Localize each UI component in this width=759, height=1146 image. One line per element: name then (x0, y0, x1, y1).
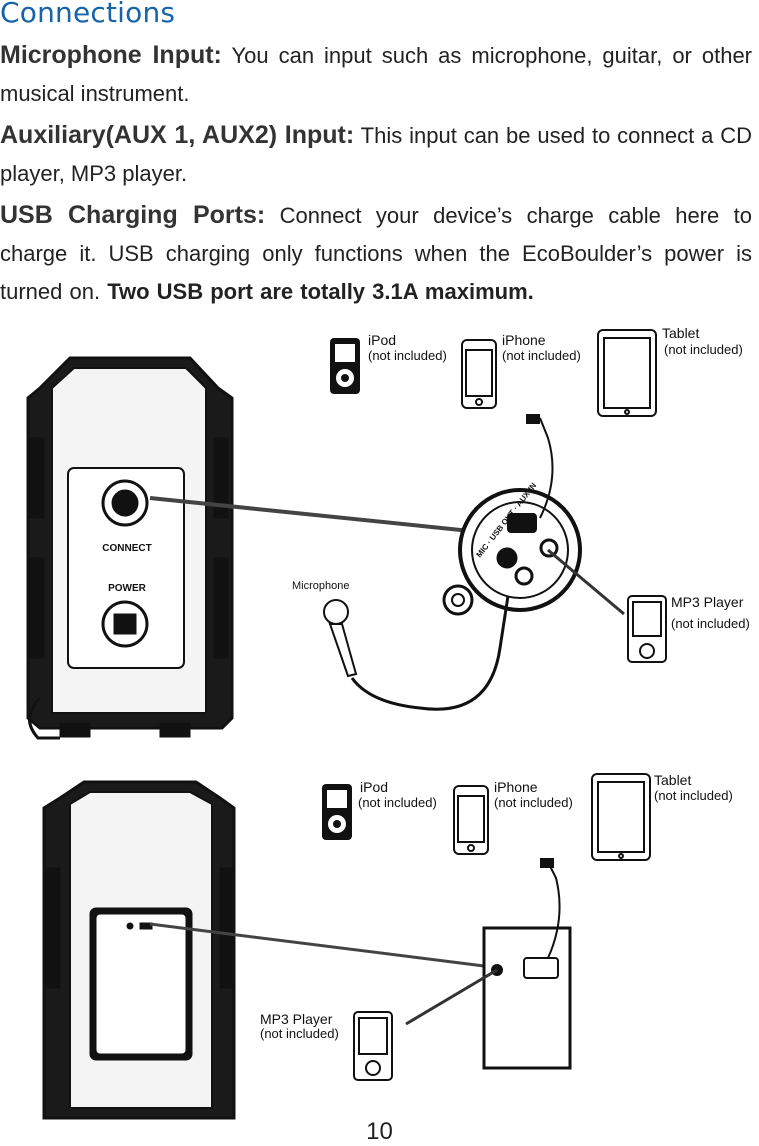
usb-charging-label: USB Charging Ports: (0, 201, 266, 229)
jack-panel-closeup (442, 488, 582, 616)
usb-charging-text: Connect your device’s charge cable here … (0, 203, 752, 304)
iphone-icon (453, 785, 489, 855)
page-number: 10 (366, 1118, 393, 1145)
zoom-box (482, 926, 572, 1070)
usb-cable (547, 861, 561, 959)
tablet-not-included: (not included) (664, 342, 743, 357)
ipod-icon (330, 338, 360, 394)
tablet-label: Tablet (662, 325, 699, 341)
aux-cable (405, 968, 498, 1026)
microphone-label: Microphone (292, 580, 349, 592)
iphone-not-included: (not included) (502, 348, 581, 363)
mp3-not-included: (not included) (671, 616, 750, 631)
ipod-not-included: (not included) (358, 795, 437, 810)
speaker-illustration (26, 356, 234, 740)
iphone-not-included: (not included) (494, 795, 573, 810)
usb-max-current-note: Two USB port are totally 3.1A maximum. (107, 279, 534, 304)
speaker-back-illustration (42, 780, 236, 1120)
aux-input-text: This input can be used to connect a CD p… (0, 123, 752, 186)
microphone-input-text: You can input such as microphone, guitar… (0, 43, 753, 106)
aux-input-paragraph: Auxiliary(AUX 1, AUX2) Input: This input… (0, 116, 752, 193)
iphone-label: iPhone (494, 779, 538, 795)
page-title: Connections (0, 0, 176, 29)
panel-connect-label: CONNECT (102, 543, 151, 554)
zoom-leader-line (149, 922, 485, 968)
usb-cable (539, 417, 554, 519)
iphone-icon (461, 339, 497, 409)
tablet-icon (591, 773, 651, 861)
usb-plug-icon (540, 858, 554, 868)
microphone-icon (323, 599, 358, 678)
aux-cable (547, 548, 625, 616)
aux-input-label: Auxiliary(AUX 1, AUX2) Input: (0, 121, 355, 149)
mp3-player-icon (353, 1011, 393, 1081)
mp3-player-label: MP3 Player (260, 1011, 333, 1027)
ipod-label: iPod (368, 332, 396, 348)
usb-plug-icon (526, 414, 540, 424)
panel-power-label: POWER (108, 583, 147, 594)
microphone-cable (350, 595, 510, 711)
ipod-not-included: (not included) (368, 348, 447, 363)
mp3-not-included: (not included) (260, 1026, 339, 1041)
microphone-input-paragraph: Microphone Input: You can input such as … (0, 36, 752, 113)
usb-port-icon (523, 957, 559, 979)
tablet-not-included: (not included) (654, 788, 733, 803)
ipod-label: iPod (360, 779, 388, 795)
zoom-leader-line (149, 496, 481, 534)
ipod-icon (322, 784, 352, 840)
microphone-input-label: Microphone Input: (0, 41, 222, 69)
mp3-player-label: MP3 Player (671, 594, 744, 610)
tablet-icon (597, 329, 657, 417)
iphone-label: iPhone (502, 332, 546, 348)
usb-charging-paragraph: USB Charging Ports: Connect your device’… (0, 196, 752, 311)
mp3-player-icon (627, 595, 667, 663)
connection-diagram-bottom: iPod (not included) iPhone (not included… (0, 768, 759, 1128)
connection-diagram-top: CONNECT POWER MIC · USB OUT · AUX-IN Mic… (0, 318, 759, 748)
tablet-label: Tablet (654, 772, 691, 788)
